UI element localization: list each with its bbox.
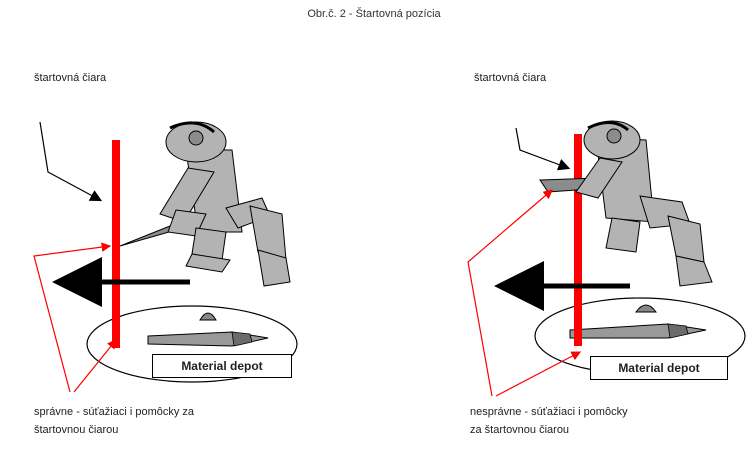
right-person bbox=[539, 120, 713, 287]
left-red-pointer-2 bbox=[73, 339, 117, 393]
left-start-line-label: štartovná čiara bbox=[34, 72, 107, 84]
left-note-line2: štartovnou čiarou bbox=[34, 424, 119, 436]
right-note-line2: za štartovnou čiarou bbox=[470, 424, 570, 436]
left-depot-oval bbox=[86, 305, 298, 383]
left-red-pointer-1 bbox=[33, 242, 112, 393]
left-note-line1: správne - súťažiaci i pomôcky za bbox=[34, 406, 195, 418]
right-depot-label: Material depot bbox=[590, 356, 728, 380]
right-panel bbox=[467, 120, 746, 397]
right-red-pointer-1 bbox=[467, 189, 553, 397]
figure-caption: Obr.č. 2 - Štartovná pozícia bbox=[307, 8, 441, 20]
left-person bbox=[119, 121, 291, 287]
right-note-line1: nesprávne - súťažiaci i pomôcky bbox=[470, 406, 628, 418]
left-label-pointer bbox=[39, 121, 103, 202]
left-start-line bbox=[112, 140, 120, 348]
right-start-line-label: štartovná čiara bbox=[474, 72, 547, 84]
right-red-pointer-2 bbox=[495, 351, 582, 397]
right-label-pointer bbox=[515, 127, 571, 171]
right-equipment bbox=[569, 304, 707, 339]
left-panel bbox=[33, 121, 298, 393]
left-depot-label: Material depot bbox=[152, 354, 292, 378]
left-equipment bbox=[147, 312, 269, 347]
right-start-line bbox=[574, 134, 582, 346]
